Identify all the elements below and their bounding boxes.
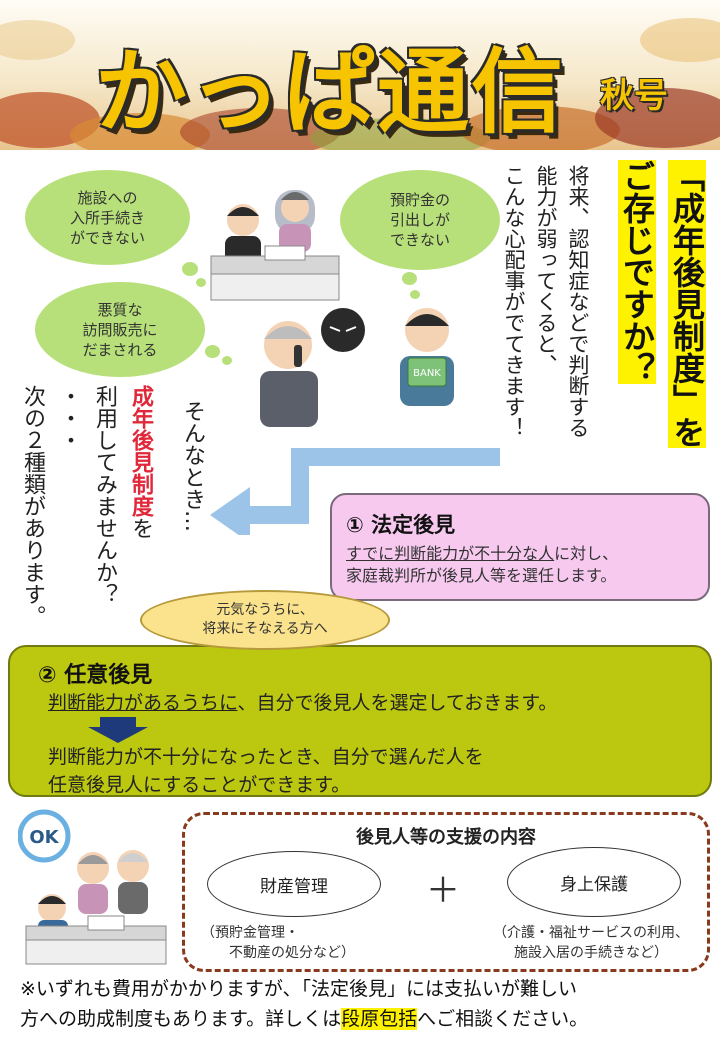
worry-line3: こんな心配事がでてきます！ — [502, 165, 526, 438]
footer-line2-post: へご相談ください。 — [417, 1008, 589, 1030]
autumn-leaves-decoration — [0, 18, 720, 150]
footer-contact-highlight: 段原包括 — [341, 1008, 418, 1030]
support-content-frame: 後見人等の支援の内容 財産管理 ＋ 身上保護 （預貯金管理・ 不動産の処分など）… — [182, 812, 710, 972]
support-title: 後見人等の支援の内容 — [356, 827, 536, 848]
main-heading: 「成年後見制度」を ご存じですか？ — [612, 160, 712, 460]
elderly-phone-scam-illustration — [260, 308, 365, 427]
voluntary-guardianship-title: ② 任意後見 — [38, 663, 153, 688]
suggest-line2: 利用してみませんか？ — [92, 385, 117, 605]
header-banner: かっぱ通信 秋号 — [0, 0, 720, 150]
ok-consultation-illustration: OK — [18, 809, 167, 965]
worry-text: 将来、認知症などで判断する 能力が弱ってくると、 こんな心配事がでてきます！ — [498, 165, 594, 495]
suggest-line4: 次の２種類があります。 — [20, 385, 45, 627]
worry-line2: 能力が弱ってくると、 — [534, 165, 558, 375]
reception-desk-illustration — [210, 190, 340, 301]
footer-note: ※いずれも費用がかかりますが、「法定後見」には支払いが難しい 方への助成制度もあ… — [20, 974, 710, 1034]
thought-cloud-facility: 施設への 入所手続き ができない — [25, 170, 190, 265]
legal-guardianship-box: ① 法定後見 すでに判断能力が不十分な人に対し、 家庭裁判所が後見人等を選任しま… — [330, 493, 710, 601]
legal-desc-underlined: すでに判断能力が不十分な人 — [346, 544, 555, 563]
heading-line2: ご存じですか？ — [618, 160, 656, 384]
personal-care-oval: 身上保護 — [507, 847, 681, 917]
footer-line1: ※いずれも費用がかかりますが、「法定後見」には支払いが難しい — [20, 978, 578, 1000]
cloud-tail-dot — [402, 272, 417, 285]
worried-man-bank-illustration: BANK — [400, 308, 454, 406]
arrow-left-icon — [210, 448, 500, 535]
voluntary-desc-line1: 判断能力があるうちに、自分で後見人を選定しておきます。 — [48, 689, 672, 717]
legal-desc-line2: 家庭裁判所が後見人等を選任します。 — [346, 566, 617, 585]
cloud-text-facility: 施設への 入所手続き ができない — [69, 188, 145, 247]
cloud-tail-dot — [410, 290, 420, 299]
suggest-term-suffix: を — [128, 517, 153, 539]
footer-line2: 方への助成制度もあります。詳しくは段原包括へご相談ください。 — [20, 1004, 710, 1034]
thought-cloud-sales: 悪質な 訪問販売に だまされる — [35, 282, 205, 377]
voluntary-desc-underlined: 判断能力があるうちに — [48, 692, 238, 714]
suggestion-text: 成年後見制度を 利用してみませんか？ ・・・ 次の２種類があります。 — [14, 385, 158, 645]
voluntary-desc-line2: 判断能力が不十分になったとき、自分で選んだ人を — [48, 746, 484, 768]
footer-line2-pre: 方への助成制度もあります。詳しくは — [20, 1008, 342, 1030]
when-text: そんなとき… — [180, 400, 205, 532]
personal-care-label: 身上保護 — [560, 874, 628, 895]
personal-care-note: （介護・福祉サービスの利用、 施設入居の手続きなど） — [493, 925, 689, 961]
voluntary-desc-line3: 任意後見人にすることができます。 — [48, 774, 351, 796]
bubble-text: 元気なうちに、 将来にそなえる方へ — [202, 602, 328, 637]
newsletter-title: かっぱ通信 — [95, 39, 566, 146]
cloud-text-sales: 悪質な 訪問販売に だまされる — [82, 300, 158, 359]
cloud-tail-dot — [205, 345, 220, 358]
newsletter-edition: 秋号 — [600, 76, 668, 116]
bank-book-label: BANK — [413, 368, 441, 379]
voluntary-guardianship-box: ② 任意後見 判断能力があるうちに、自分で後見人を選定しておきます。 判断能力が… — [8, 645, 712, 797]
cloud-tail-dot — [196, 278, 206, 287]
property-management-label: 財産管理 — [260, 876, 328, 897]
legal-guardianship-desc: すでに判断能力が不十分な人に対し、 家庭裁判所が後見人等を選任します。 — [346, 543, 694, 587]
plus-icon: ＋ — [426, 871, 460, 911]
heading-line1: 「成年後見制度」を — [668, 160, 706, 448]
suggest-line3: ・・・ — [56, 385, 81, 451]
arrow-down-icon — [88, 717, 148, 743]
property-management-oval: 財産管理 — [207, 851, 381, 917]
property-management-note: （預貯金管理・ 不動産の処分など） — [201, 925, 355, 961]
worry-line1: 将来、認知症などで判断する — [566, 165, 590, 438]
legal-guardianship-title: ① 法定後見 — [346, 513, 456, 537]
cloud-text-savings: 預貯金の 引出しが できない — [389, 191, 450, 249]
ok-badge-text: OK — [29, 827, 59, 848]
suggest-term: 成年後見制度 — [128, 385, 153, 517]
legal-desc-rest: に対し、 — [554, 544, 619, 563]
thought-cloud-savings: 預貯金の 引出しが できない — [340, 170, 500, 270]
speech-bubble: 元気なうちに、 将来にそなえる方へ — [140, 590, 390, 650]
cloud-tail-dot — [222, 356, 232, 365]
voluntary-desc-rest: 、自分で後見人を選定しておきます。 — [237, 692, 558, 714]
cloud-tail-dot — [182, 262, 198, 276]
